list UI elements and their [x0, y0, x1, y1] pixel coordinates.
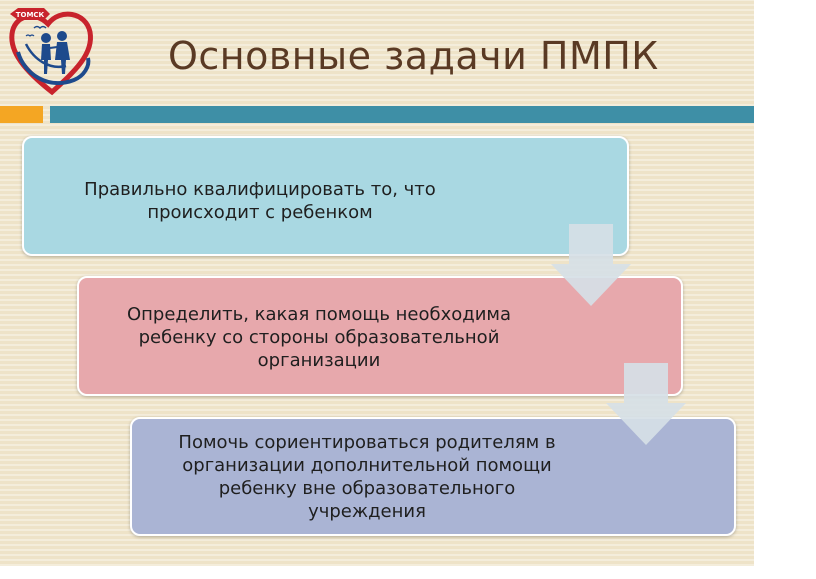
header-bar	[50, 106, 754, 123]
task-box-3: Помочь сориентироваться родителям в орга…	[130, 417, 736, 536]
task-box-1: Правильно квалифицировать то, что происх…	[22, 136, 629, 256]
slide: ТОМСК Основные задачи ПМПК Правильно ква…	[0, 0, 754, 566]
down-arrow-icon	[551, 224, 631, 306]
accent-bar	[0, 106, 43, 123]
task-text-1: Правильно квалифицировать то, что происх…	[84, 179, 436, 224]
down-arrow-icon	[606, 363, 686, 445]
children-heart-logo-icon: ТОМСК	[9, 8, 93, 96]
logo-text: ТОМСК	[16, 11, 45, 19]
page-title: Основные задачи ПМПК	[168, 34, 659, 78]
task-text-2: Определить, какая помощь необходима ребе…	[126, 304, 512, 372]
task-text-3: Помочь сориентироваться родителям в орга…	[178, 432, 556, 523]
